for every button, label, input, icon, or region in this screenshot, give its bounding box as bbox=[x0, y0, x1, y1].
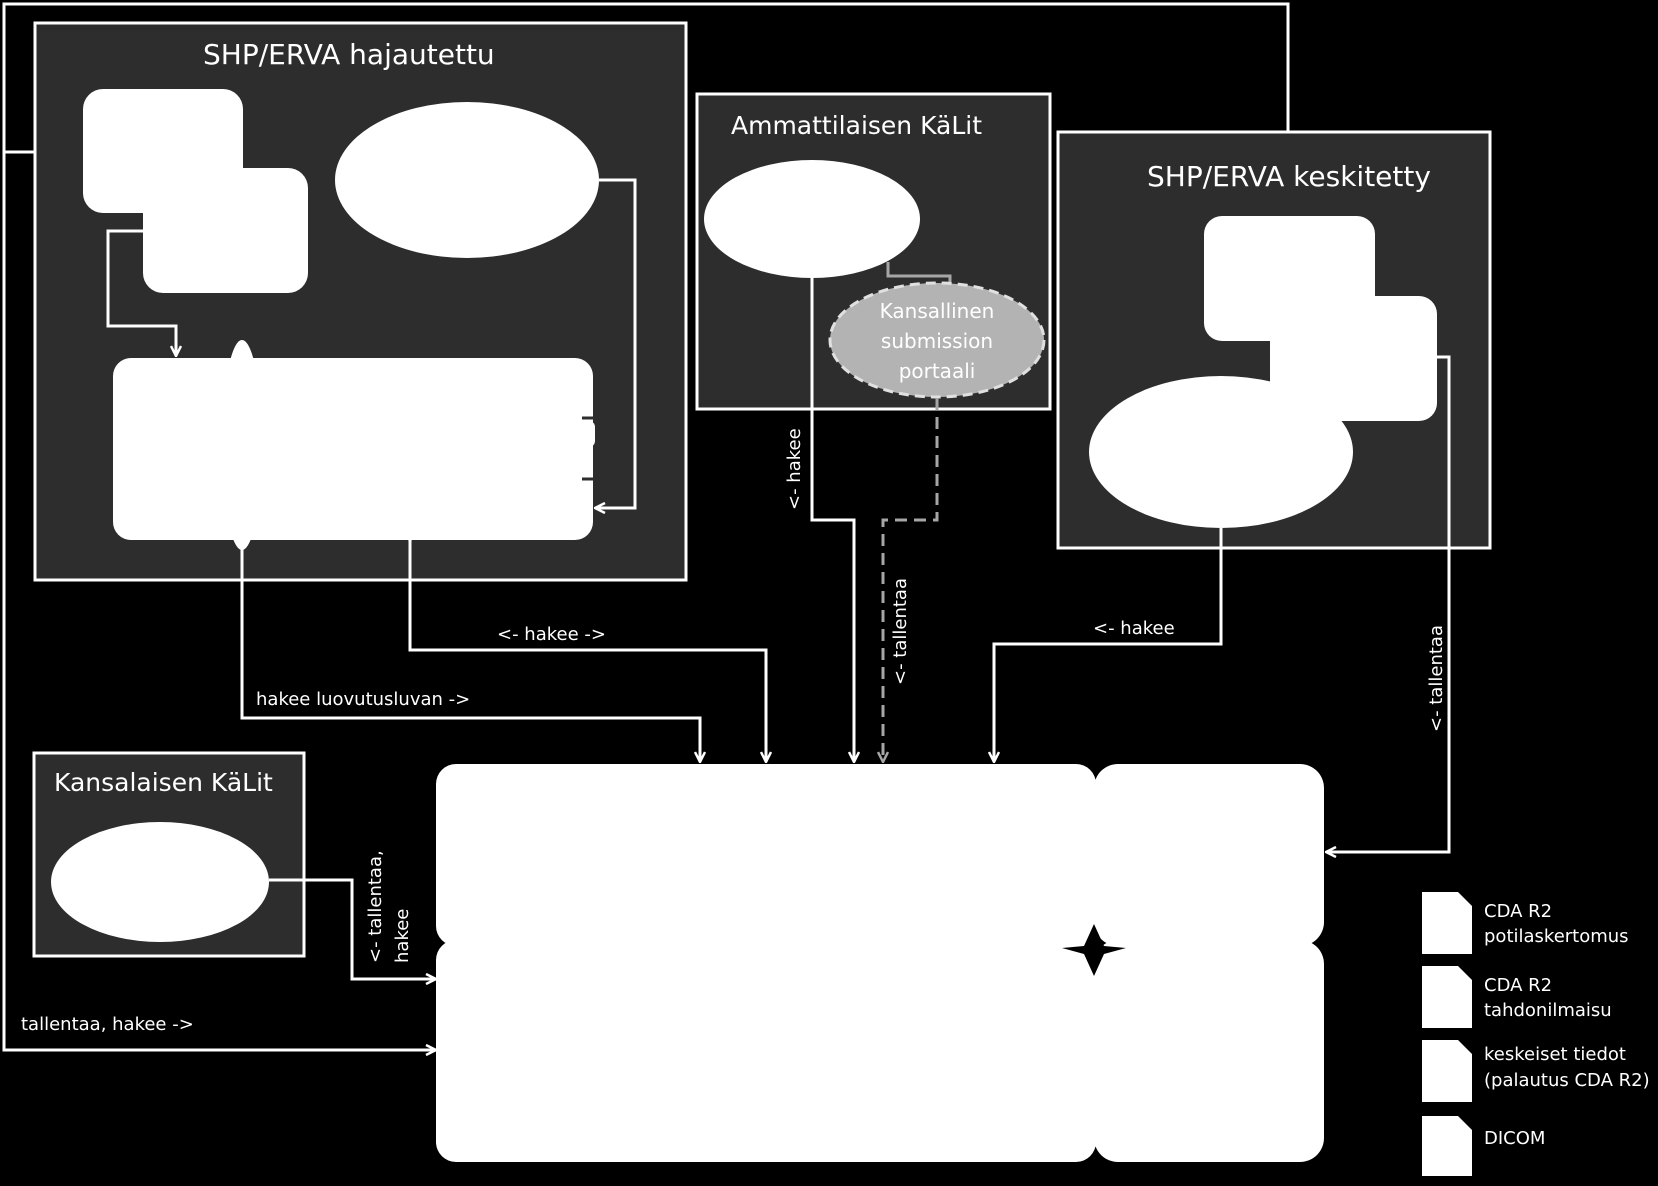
panel-title-ammattilaisen: Ammattilaisen KäLit bbox=[731, 111, 982, 140]
link-system-to-archive bbox=[106, 229, 176, 356]
national-archive-main-lower bbox=[436, 940, 1096, 1162]
archive-dividers bbox=[582, 416, 600, 481]
kansalainen-client-ellipse bbox=[51, 822, 269, 942]
legend-item-4-line1: DICOM bbox=[1484, 1128, 1545, 1149]
ammattilainen-client-ellipse bbox=[704, 160, 920, 278]
legend: CDA R2 potilaskertomus CDA R2 tahdonilma… bbox=[1422, 892, 1650, 1176]
national-archive bbox=[436, 764, 1324, 1162]
system-box-front bbox=[143, 168, 308, 293]
edge-tallentaa-keskitetty bbox=[1326, 355, 1451, 852]
outer-connectors bbox=[2, 2, 1290, 1050]
keskitetty-nodes bbox=[1089, 216, 1437, 528]
national-archive-side-upper bbox=[1094, 764, 1324, 946]
edge-hakee-keskitetty bbox=[994, 528, 1223, 762]
panel-title-keskitetty: SHP/ERVA keskitetty bbox=[1147, 160, 1431, 193]
label-tallentaa-hakee: tallentaa, hakee -> bbox=[21, 1014, 194, 1035]
archive-block bbox=[113, 358, 593, 540]
national-archive-join-star bbox=[1062, 924, 1126, 976]
national-archive-side-lower bbox=[1094, 940, 1324, 1162]
panel-title-hajautettu: SHP/ERVA hajautettu bbox=[203, 38, 495, 71]
connector-tallentaa-hakee bbox=[2, 152, 436, 1050]
edge-hakee-ammattilainen bbox=[810, 278, 854, 762]
legend-doc-icon-3 bbox=[1422, 1040, 1472, 1102]
legend-item-3-line1: keskeiset tiedot bbox=[1484, 1044, 1626, 1065]
label-hakee-bidir: <- hakee -> bbox=[497, 624, 606, 645]
hajautettu-internal-links bbox=[106, 178, 637, 508]
label-tallentaa-keskitetty: <- tallentaa bbox=[1426, 625, 1447, 732]
legend-item-1-line1: CDA R2 bbox=[1484, 901, 1552, 922]
label-kansalainen-line2: hakee bbox=[392, 909, 413, 963]
label-hakee-ammattilainen: <- hakee bbox=[784, 428, 805, 510]
edge-hakee-bidir bbox=[410, 541, 766, 762]
service-ellipse bbox=[335, 102, 599, 258]
portal-label-line3: portaali bbox=[899, 359, 976, 383]
connector-hajautettu-to-keskitetty bbox=[2, 2, 1290, 216]
label-hakee-luovutusluvan: hakee luovutusluvan -> bbox=[256, 689, 470, 710]
edge-tallentaa-kansalainen bbox=[269, 878, 436, 979]
legend-doc-icon-4 bbox=[1422, 1116, 1472, 1176]
legend-item-1-line2: potilaskertomus bbox=[1484, 926, 1629, 947]
panel-title-kansalaisen: Kansalaisen KäLit bbox=[54, 768, 273, 797]
edge-tallentaa-portal bbox=[883, 398, 939, 762]
hajautettu-nodes bbox=[83, 89, 599, 550]
archive-connector-node bbox=[222, 340, 262, 550]
legend-doc-icon-2 bbox=[1422, 966, 1472, 1028]
portal-label-line1: Kansallinen bbox=[880, 299, 995, 323]
label-hakee-keskitetty: <- hakee bbox=[1093, 618, 1175, 639]
national-archive-main-upper bbox=[436, 764, 1096, 946]
portal-label-line2: submission bbox=[881, 329, 993, 353]
label-kansalainen-line1: <- tallentaa, bbox=[365, 850, 386, 963]
link-service-to-archive bbox=[595, 178, 637, 508]
central-box-front bbox=[1270, 296, 1437, 421]
legend-item-2-line1: CDA R2 bbox=[1484, 975, 1552, 996]
legend-doc-icon-1 bbox=[1422, 892, 1472, 954]
edges bbox=[240, 278, 1451, 979]
kansallinen-submission-portaali bbox=[828, 281, 1046, 399]
central-service-ellipse bbox=[1089, 376, 1353, 528]
legend-item-3-line2: (palautus CDA R2) bbox=[1484, 1070, 1650, 1091]
legend-item-2-line2: tahdonilmaisu bbox=[1484, 1000, 1612, 1021]
label-tallentaa-portal: <- tallentaa bbox=[890, 578, 911, 685]
archive-notch-top bbox=[580, 421, 595, 447]
